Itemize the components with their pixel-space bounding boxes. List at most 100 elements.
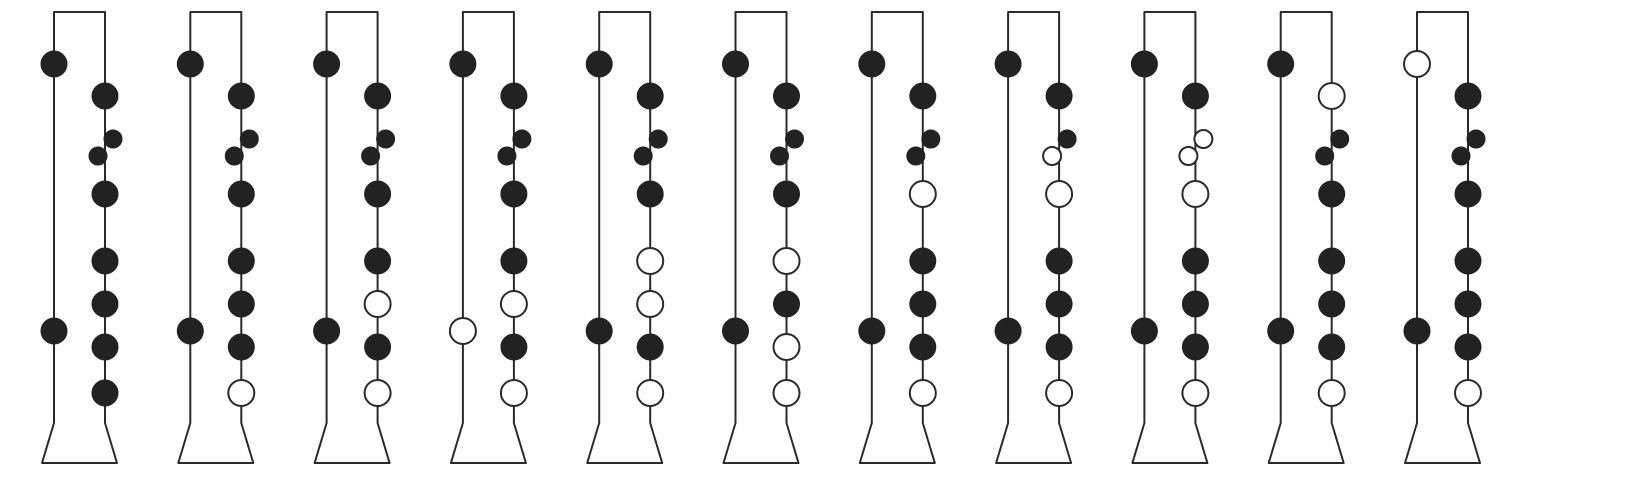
- instrument-outline: [1267, 11, 1345, 464]
- instrument-outline: [449, 11, 527, 464]
- closed-hole: [313, 317, 341, 345]
- closed-hole: [1130, 317, 1158, 345]
- open-hole: [227, 379, 256, 407]
- closed-hole: [500, 180, 528, 208]
- closed-hole: [1318, 333, 1346, 361]
- open-hole: [1181, 379, 1210, 407]
- fingering-diagram: [176, 11, 259, 464]
- closed-hole: [858, 50, 886, 78]
- closed-hole: [773, 290, 800, 318]
- closed-hole: [227, 180, 255, 208]
- instrument-outline: [995, 11, 1073, 464]
- open-hole: [772, 379, 801, 407]
- closed-hole: [909, 333, 937, 361]
- closed-hole: [1181, 290, 1209, 318]
- closed-hole: [91, 82, 119, 110]
- closed-hole: [224, 146, 244, 166]
- instrument-outline: [313, 11, 391, 464]
- closed-hole: [239, 129, 259, 149]
- fingering-diagram: [722, 11, 804, 464]
- closed-hole: [1318, 290, 1346, 318]
- closed-hole: [1454, 180, 1482, 208]
- closed-hole: [1267, 50, 1295, 78]
- closed-hole: [376, 129, 396, 149]
- closed-hole: [227, 82, 255, 110]
- closed-hole: [1454, 82, 1482, 110]
- open-hole: [363, 379, 392, 407]
- closed-hole: [364, 82, 392, 110]
- closed-hole: [313, 50, 341, 78]
- open-hole: [1181, 180, 1210, 208]
- closed-hole: [585, 50, 613, 78]
- open-hole: [1454, 379, 1482, 407]
- open-hole: [1403, 50, 1431, 78]
- open-hole: [908, 379, 937, 407]
- instrument-outline: [858, 11, 936, 464]
- closed-hole: [88, 146, 108, 166]
- closed-hole: [722, 50, 749, 78]
- open-hole: [448, 317, 477, 345]
- instrument-outline: [586, 11, 664, 464]
- closed-hole: [512, 129, 532, 149]
- open-hole: [772, 247, 801, 275]
- open-hole: [636, 247, 665, 275]
- open-hole: [499, 290, 528, 318]
- closed-hole: [994, 50, 1022, 78]
- closed-hole: [773, 82, 800, 110]
- fingering-diagram: [313, 11, 396, 464]
- closed-hole: [1057, 129, 1077, 149]
- closed-hole: [1454, 247, 1482, 275]
- closed-hole: [1403, 317, 1431, 345]
- closed-hole: [1267, 317, 1295, 345]
- closed-hole: [364, 247, 392, 275]
- open-hole: [1042, 146, 1063, 166]
- closed-hole: [636, 333, 664, 361]
- closed-hole: [91, 180, 119, 208]
- closed-hole: [1454, 290, 1482, 318]
- open-hole: [636, 290, 665, 318]
- fingering-diagram: [994, 11, 1077, 464]
- open-hole: [908, 180, 937, 208]
- instrument-outline: [177, 11, 255, 464]
- closed-hole: [91, 379, 119, 407]
- closed-hole: [909, 290, 937, 318]
- closed-hole: [770, 146, 789, 166]
- closed-hole: [40, 317, 68, 345]
- closed-hole: [364, 333, 392, 361]
- closed-hole: [909, 82, 937, 110]
- closed-hole: [1318, 247, 1346, 275]
- closed-hole: [1181, 247, 1209, 275]
- closed-hole: [1451, 146, 1471, 166]
- open-hole: [363, 290, 392, 318]
- open-hole: [499, 379, 528, 407]
- closed-hole: [773, 180, 800, 208]
- closed-hole: [994, 317, 1022, 345]
- closed-hole: [633, 146, 653, 166]
- open-hole: [636, 379, 665, 407]
- closed-hole: [500, 333, 528, 361]
- closed-hole: [40, 50, 68, 78]
- closed-hole: [906, 146, 926, 166]
- closed-hole: [858, 317, 886, 345]
- open-hole: [1317, 82, 1346, 110]
- closed-hole: [921, 129, 941, 149]
- instrument-outline: [1131, 11, 1209, 464]
- closed-hole: [585, 317, 613, 345]
- closed-hole: [1466, 129, 1486, 149]
- closed-hole: [1181, 333, 1209, 361]
- closed-hole: [1318, 180, 1346, 208]
- fingering-diagram: [1403, 11, 1486, 464]
- closed-hole: [909, 247, 937, 275]
- closed-hole: [364, 180, 392, 208]
- closed-hole: [227, 333, 255, 361]
- closed-hole: [636, 82, 664, 110]
- closed-hole: [722, 317, 749, 345]
- closed-hole: [227, 290, 255, 318]
- closed-hole: [91, 290, 119, 318]
- closed-hole: [1181, 82, 1209, 110]
- instrument-outline: [722, 11, 800, 464]
- closed-hole: [1045, 333, 1073, 361]
- closed-hole: [1454, 333, 1482, 361]
